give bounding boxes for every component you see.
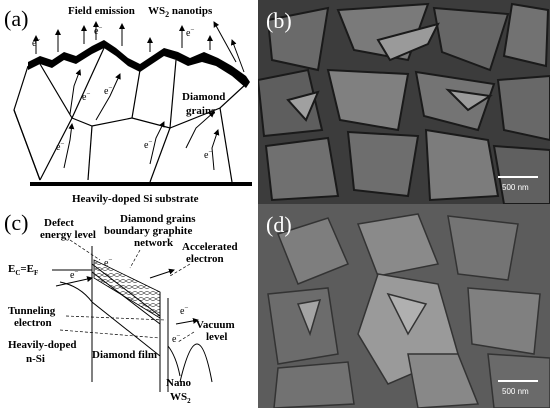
panel-d-svg: (d) 500 nm: [258, 204, 550, 408]
svg-text:e−: e−: [94, 24, 102, 37]
grains-label: grains: [186, 105, 216, 117]
gb-label-2: boundary graphite: [104, 225, 192, 237]
nanotip-covered-grains-d: [267, 213, 550, 408]
electron-labels-c: e− e− e− e−: [70, 256, 188, 345]
svg-text:e−: e−: [104, 84, 112, 97]
svg-text:e−: e−: [104, 256, 112, 269]
acc-label-1: Accelerated: [182, 241, 238, 253]
panel-d-sem-image: (d) 500 nm: [258, 204, 550, 408]
vacuum-label-2: level: [206, 331, 227, 343]
panel-d-tag: (d): [266, 212, 292, 237]
acc-label-2: electron: [186, 253, 224, 265]
grain-boundaries: [13, 47, 247, 183]
svg-text:e−: e−: [32, 36, 40, 49]
nsi-label-2: n-Si: [26, 353, 45, 365]
ws2-nanotip-layer: [28, 40, 250, 88]
ws2-label-c: WS2: [170, 391, 191, 405]
film-label: Diamond film: [92, 349, 157, 361]
si-substrate-line: [30, 182, 252, 186]
electron-labels-a: e− e− e− e− e− e− e− e−: [32, 24, 212, 161]
nsi-label-1: Heavily-doped: [8, 339, 76, 351]
nano-label: Nano: [166, 377, 192, 389]
tunnel-label-2: electron: [14, 317, 52, 329]
scale-label-b: 500 nm: [502, 183, 529, 192]
svg-text:e−: e−: [180, 304, 188, 317]
defect-label-2: energy level: [40, 229, 96, 241]
scale-bar-d: [498, 380, 538, 382]
svg-text:e−: e−: [70, 268, 78, 281]
scale-bar-b: [498, 176, 538, 178]
emission-arrows: [33, 21, 245, 73]
panel-a-schematic: (a) Field emission WS2 nanotips Heavily-…: [0, 0, 258, 206]
gb-label-1: Diamond grains: [120, 213, 196, 225]
defect-label-1: Defect: [44, 217, 74, 229]
panel-b-tag: (b): [266, 8, 292, 33]
electron-arrows-c: [55, 268, 199, 325]
svg-text:e−: e−: [186, 26, 194, 39]
graphite-network-band: [93, 259, 161, 319]
svg-text:e−: e−: [172, 332, 180, 345]
scale-label-d: 500 nm: [502, 387, 529, 396]
svg-text:e−: e−: [56, 140, 64, 153]
panel-b-svg: (b) 500 nm: [258, 0, 550, 204]
ec-ef-label: EC=EF: [8, 263, 38, 277]
svg-text:e−: e−: [82, 90, 90, 103]
leader-lines: [59, 239, 195, 343]
panel-a-svg: (a) Field emission WS2 nanotips Heavily-…: [4, 5, 252, 205]
tunnel-label-1: Tunneling: [8, 305, 56, 317]
panel-c-tag: (c): [4, 210, 28, 235]
vacuum-label-1: Vacuum: [196, 319, 235, 331]
diamond-label: Diamond: [182, 91, 225, 103]
field-emission-label: Field emission: [68, 5, 135, 17]
faceted-diamond-grains-b: [258, 2, 550, 204]
panel-c-band-diagram: (c) Defect energy level Diamond grains b…: [0, 206, 258, 408]
panel-b-sem-image: (b) 500 nm: [258, 0, 550, 204]
gb-label-3: network: [134, 237, 174, 249]
panel-a-tag: (a): [4, 6, 28, 31]
svg-text:e−: e−: [204, 148, 212, 161]
inner-electron-paths: [63, 69, 220, 171]
ws2-nanotips-label: WS2 nanotips: [148, 5, 213, 19]
svg-text:e−: e−: [144, 138, 152, 151]
panel-c-svg: (c) Defect energy level Diamond grains b…: [4, 210, 238, 405]
substrate-label: Heavily-doped Si substrate: [72, 193, 199, 205]
